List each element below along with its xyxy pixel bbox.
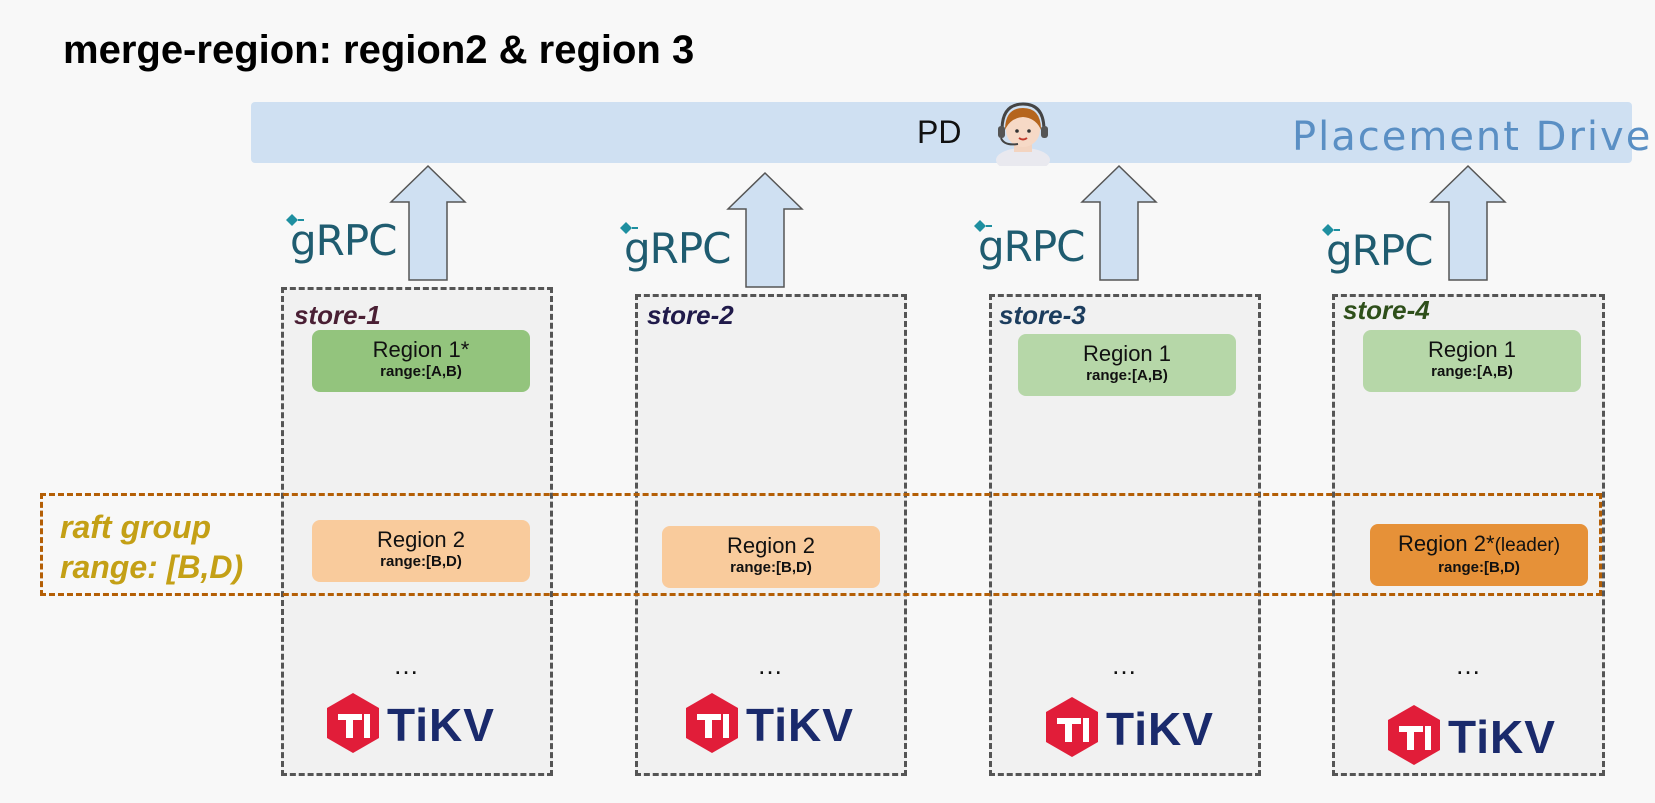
grpc-logo-store-1: gRPC xyxy=(284,212,404,268)
raft-group-box xyxy=(40,493,1602,596)
region-range: range:[A,B) xyxy=(1431,363,1513,380)
grpc-icon xyxy=(620,222,638,234)
store-2-label: store-2 xyxy=(647,300,734,330)
grpc-icon xyxy=(286,214,304,226)
region-name: Region 1 xyxy=(1427,337,1517,362)
arrow-up-store-3 xyxy=(1080,164,1158,287)
pd-bar xyxy=(251,102,1632,163)
raft-group-range: range: [B,D) xyxy=(60,549,244,585)
pd-label: PD xyxy=(917,114,962,150)
region-card: Region 1 range:[A,B) xyxy=(1018,334,1236,396)
grpc-icon xyxy=(974,220,992,232)
tikv-hexagon-icon xyxy=(1046,697,1098,757)
tikv-logo-store-3: TiKV xyxy=(1044,696,1244,760)
tikv-hexagon-icon xyxy=(686,693,738,753)
grpc-icon xyxy=(1322,224,1340,236)
store-3-ellipsis: … xyxy=(1111,650,1137,680)
arrow-up-store-4 xyxy=(1429,164,1507,287)
region-range: range:[B,D) xyxy=(1438,559,1520,576)
grpc-label: gRPC xyxy=(624,224,731,273)
store-3-label: store-3 xyxy=(999,300,1086,330)
tikv-hexagon-icon xyxy=(1388,705,1440,765)
tikv-logo-store-4: TiKV xyxy=(1386,704,1586,768)
region-range: range:[B,D) xyxy=(380,553,462,570)
region-card: Region 2 range:[B,D) xyxy=(312,520,530,582)
grpc-label: gRPC xyxy=(978,222,1085,271)
diagram-title: merge-region: region2 & region 3 xyxy=(63,28,695,72)
tikv-hexagon-icon xyxy=(327,693,379,753)
region-range: range:[A,B) xyxy=(1086,367,1168,384)
tikv-wordmark: TiKV xyxy=(1106,703,1214,755)
region-name: Region 2 xyxy=(726,533,816,558)
store-4-label: store-4 xyxy=(1343,295,1430,325)
store-2-ellipsis: … xyxy=(757,650,783,680)
store-1-label: store-1 xyxy=(294,300,381,330)
grpc-logo-store-2: gRPC xyxy=(618,220,738,276)
region-card: Region 2 range:[B,D) xyxy=(662,526,880,588)
store-1-ellipsis: … xyxy=(393,650,419,680)
tikv-wordmark: TiKV xyxy=(746,699,854,751)
region-range: range:[A,B) xyxy=(380,363,462,380)
region-name-main: Region 2* xyxy=(1397,531,1495,556)
arrow-up-store-2 xyxy=(726,171,804,294)
region-name: Region 2*(leader) xyxy=(1370,532,1588,558)
region-card-leader: Region 2*(leader) range:[B,D) xyxy=(1370,524,1588,586)
grpc-logo-store-4: gRPC xyxy=(1320,222,1440,278)
operator-icon xyxy=(992,100,1054,172)
region-name: Region 1* xyxy=(372,337,470,362)
tikv-logo-store-1: TiKV xyxy=(325,692,525,756)
grpc-label: gRPC xyxy=(1326,226,1433,275)
store-4-ellipsis: … xyxy=(1455,650,1481,680)
region-name-suffix: (leader) xyxy=(1494,535,1561,556)
tikv-wordmark: TiKV xyxy=(387,699,495,751)
placement-driver-label: Placement Driver xyxy=(1292,114,1655,160)
region-card: Region 1 range:[A,B) xyxy=(1363,330,1581,392)
region-card: Region 1* range:[A,B) xyxy=(312,330,530,392)
region-name: Region 2 xyxy=(376,527,466,552)
tikv-logo-store-2: TiKV xyxy=(684,692,884,756)
tikv-wordmark: TiKV xyxy=(1448,711,1556,763)
raft-group-label: raft group range: [B,D) xyxy=(60,507,243,587)
region-name: Region 1 xyxy=(1082,341,1172,366)
grpc-logo-store-3: gRPC xyxy=(972,218,1092,274)
arrow-up-store-1 xyxy=(389,164,467,287)
region-range: range:[B,D) xyxy=(730,559,812,576)
grpc-label: gRPC xyxy=(290,216,397,265)
raft-group-title: raft group xyxy=(60,509,212,545)
